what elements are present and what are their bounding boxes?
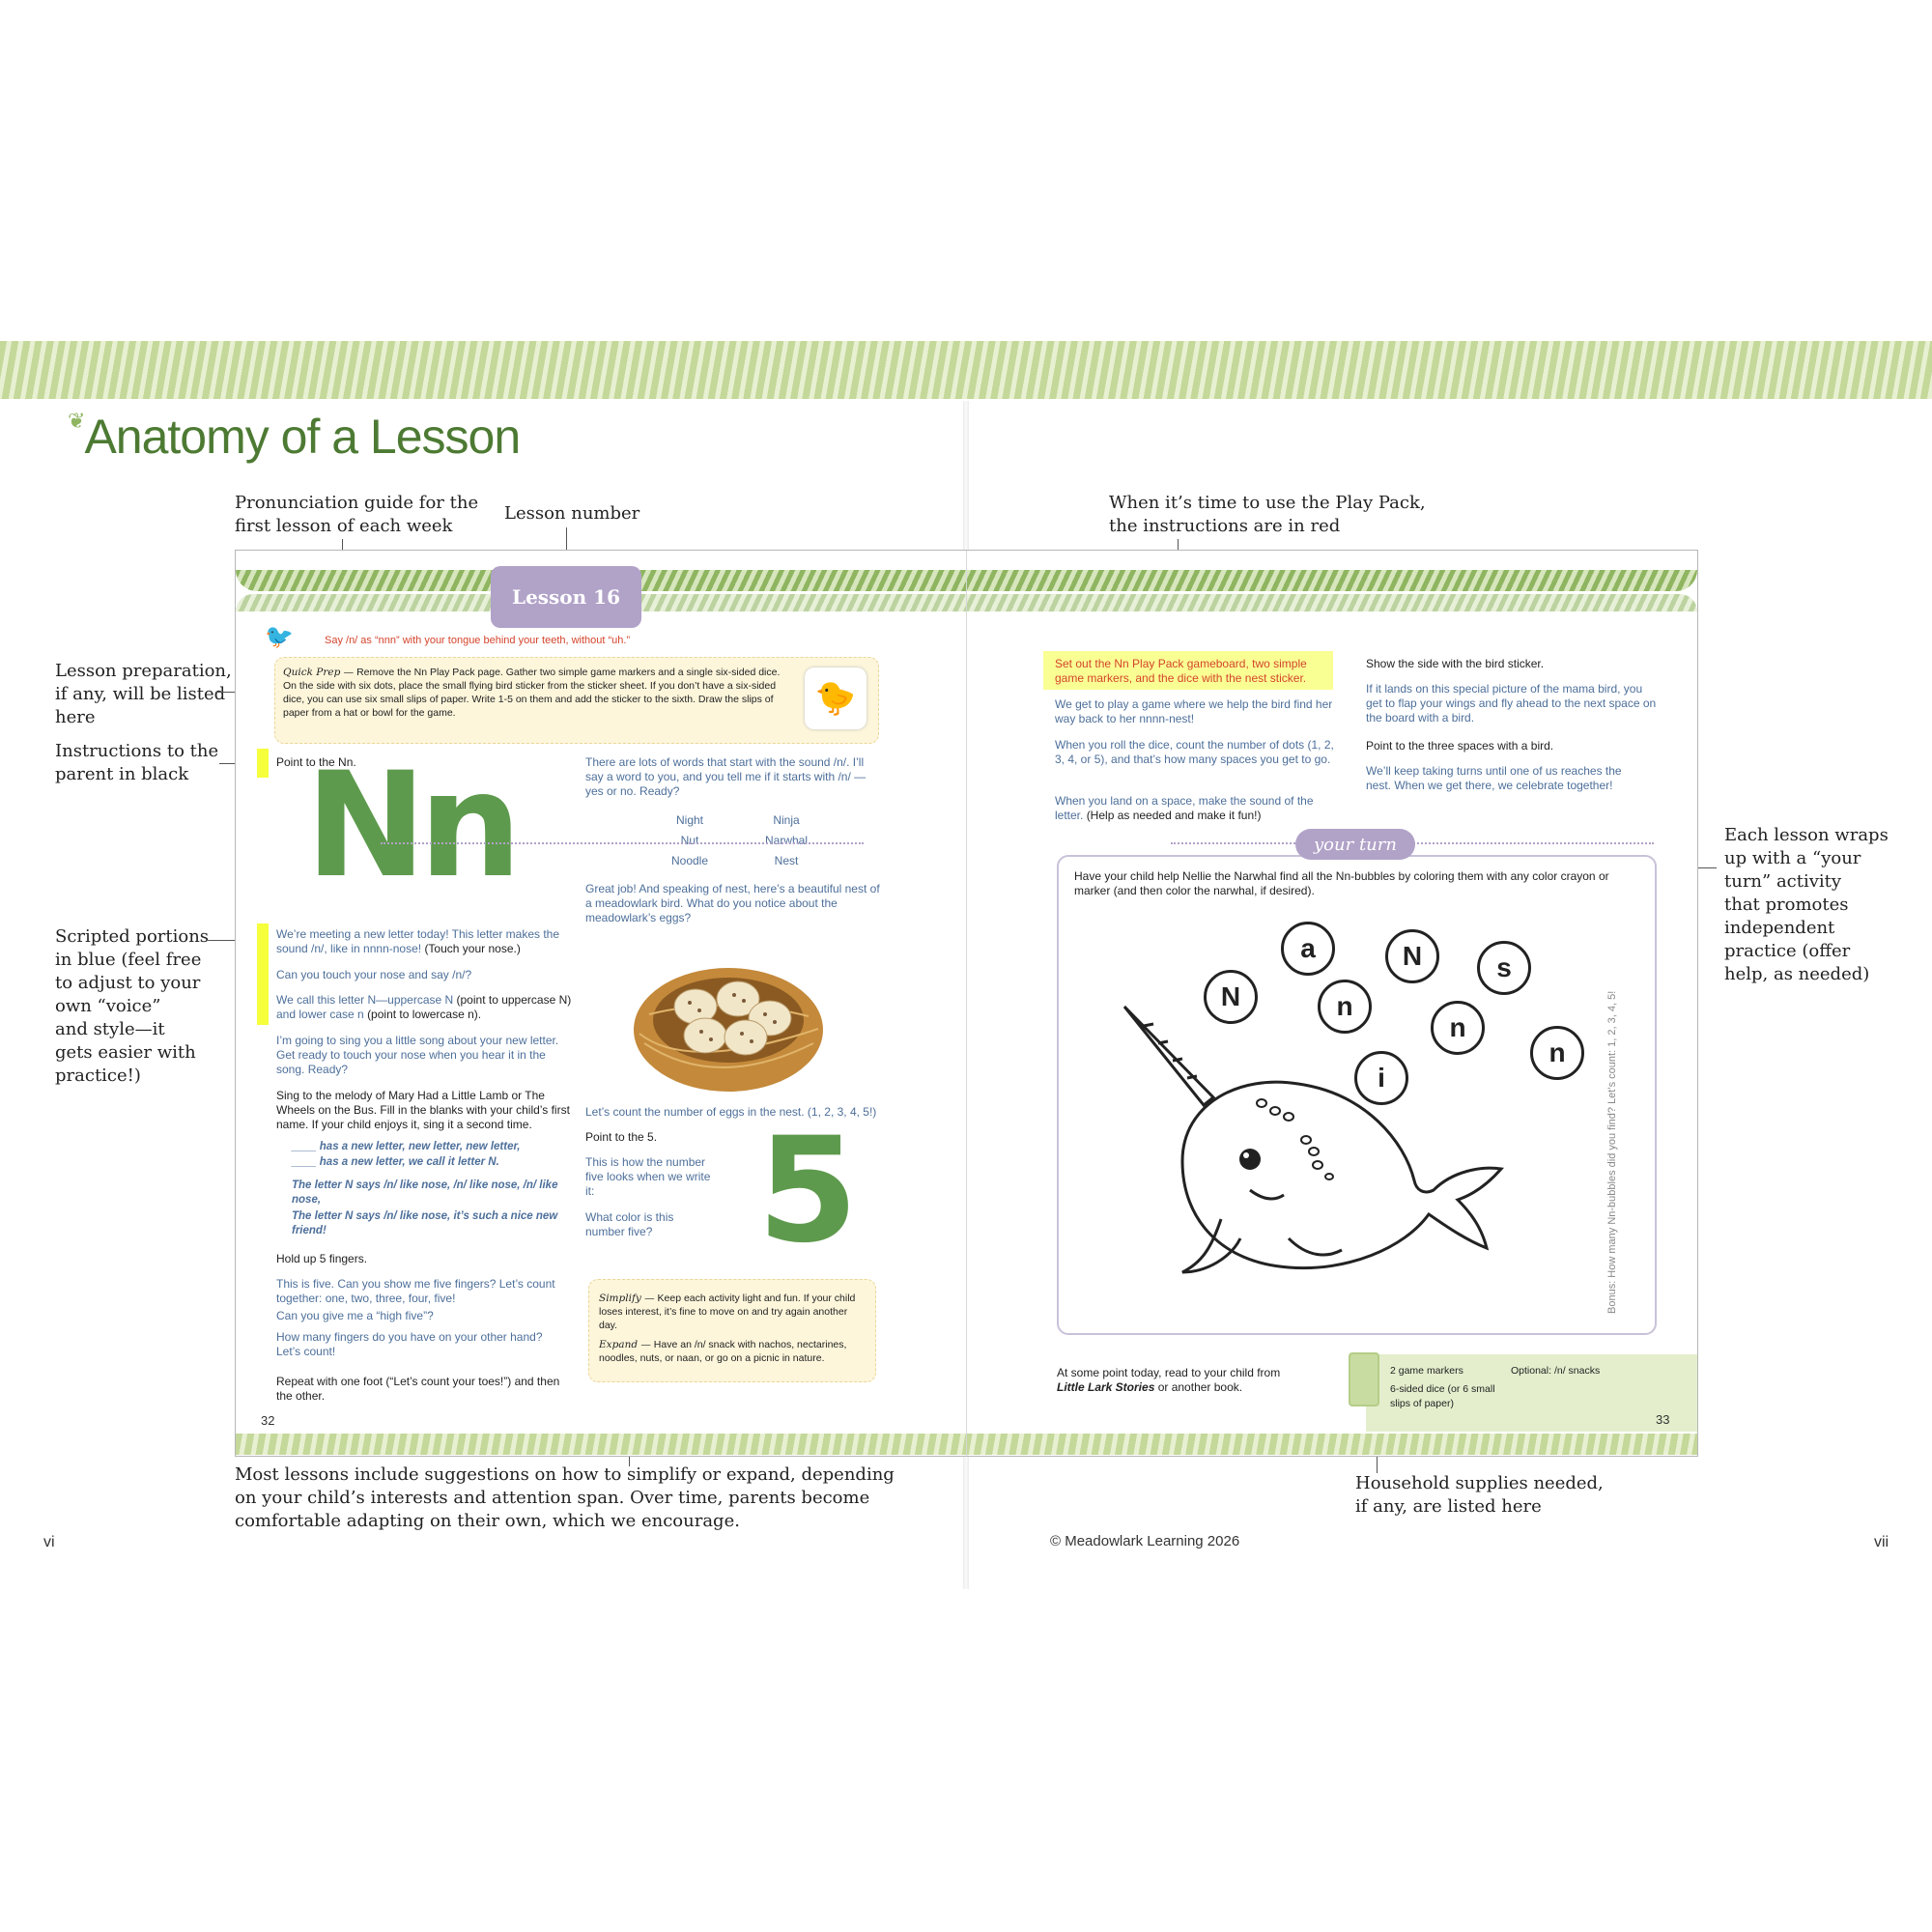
flying-bird-sticker-icon: 🐤 xyxy=(805,668,867,729)
script-great-job: Great job! And speaking of nest, here’s … xyxy=(585,882,880,924)
song-line: ____ has a new letter, we call it letter… xyxy=(292,1156,499,1168)
supplies-tag-icon xyxy=(1349,1352,1379,1406)
top-stripe-banner xyxy=(0,341,1932,399)
annotation-play-pack: When it’s time to use the Play Pack,the … xyxy=(1109,493,1426,536)
page-number-32: 32 xyxy=(261,1413,275,1428)
leaf-icon: ❦ xyxy=(68,409,85,433)
word-item: Nest xyxy=(774,854,799,867)
narwhal-illustration xyxy=(1122,1005,1504,1274)
instruction-point-5: Point to the 5. xyxy=(585,1130,658,1144)
page-divider xyxy=(966,551,967,1456)
instruction-show-side: Show the side with the bird sticker. xyxy=(1366,657,1545,670)
nest-illustration xyxy=(634,968,823,1092)
instruction-repeat: Repeat with one foot (“Let’s count your … xyxy=(276,1375,560,1403)
script-meet-letter: We’re meeting a new letter today! This l… xyxy=(276,927,560,955)
script-land: When you land on a space, make the sound… xyxy=(1055,794,1314,822)
simplify-expand-box: Simplify — Keep each activity light and … xyxy=(588,1279,876,1382)
footer-page-number-left: vi xyxy=(43,1534,55,1550)
letter-bubble: N xyxy=(1385,929,1439,983)
script-high-five: Can you give me a “high five”? xyxy=(276,1309,434,1322)
script-sing-intro: I’m going to sing you a little song abou… xyxy=(276,1034,559,1076)
word-item: Ninja xyxy=(773,813,800,827)
annotation-lesson-number: Lesson number xyxy=(504,503,640,524)
word-item: Noodle xyxy=(670,854,709,867)
your-turn-tab: your turn xyxy=(1295,829,1415,860)
script-other-hand: How many fingers do you have on your oth… xyxy=(276,1330,543,1358)
supply-item: 6-sided dice (or 6 small slips of paper) xyxy=(1390,1383,1495,1409)
script-words-intro: There are lots of words that start with … xyxy=(585,755,867,798)
pointer-line xyxy=(566,527,567,566)
instruction-point-three: Point to the three spaces with a bird. xyxy=(1366,739,1554,753)
supplies-box xyxy=(1366,1354,1697,1432)
footer-copyright: © Meadowlark Learning 2026 xyxy=(1050,1533,1240,1549)
big-letter-nn: Nn xyxy=(305,742,522,910)
annotation-lesson-prep: Lesson preparation,if any, will be liste… xyxy=(55,661,232,727)
highlight-marker xyxy=(257,923,269,1025)
decorative-dotted-rule xyxy=(381,842,864,846)
lesson-badge-label: Lesson 16 xyxy=(512,585,620,609)
page-number-33: 33 xyxy=(1656,1412,1670,1427)
letter-bubble: i xyxy=(1354,1051,1408,1105)
quick-prep-box: Quick Prep — Remove the Nn Play Pack pag… xyxy=(274,657,879,744)
script-game-intro: We get to play a game where we help the … xyxy=(1055,697,1333,725)
annotation-simplify: Most lessons include suggestions on how … xyxy=(235,1464,895,1531)
instruction-point-nn: Point to the Nn. xyxy=(276,755,356,769)
supplies-list: 2 game markers 6-sided dice (or 6 small … xyxy=(1390,1364,1496,1411)
song-line: The letter N says /n/ like nose, it’s su… xyxy=(292,1210,558,1236)
pointer-line xyxy=(1377,1452,1378,1473)
letter-bubble: s xyxy=(1477,941,1531,995)
bird-icon: 🐦 xyxy=(265,624,294,650)
word-list: Night Ninja Nut Narwhal Noodle Nest xyxy=(641,813,835,868)
highlight-marker xyxy=(257,749,269,778)
simplify-text: Simplify — Keep each activity light and … xyxy=(599,1293,856,1331)
quick-prep-text: Quick Prep — Remove the Nn Play Pack pag… xyxy=(283,667,781,719)
bonus-question: Bonus: How many Nn-bubbles did you find?… xyxy=(1606,990,1618,1314)
your-turn-label: your turn xyxy=(1314,834,1397,855)
script-how-five: This is how the number five looks when w… xyxy=(585,1155,711,1198)
supply-item: 2 game markers xyxy=(1390,1365,1463,1377)
page-title: ❦Anatomy of a Lesson xyxy=(68,409,521,464)
script-this-five: This is five. Can you show me five finge… xyxy=(276,1277,555,1305)
letter-bubble: N xyxy=(1204,970,1258,1024)
big-number-5: 5 xyxy=(757,1107,859,1275)
activity-instructions: Have your child help Nellie the Narwhal … xyxy=(1074,869,1609,897)
script-what-color: What color is this number five? xyxy=(585,1210,674,1238)
expand-text: Expand — Have an /n/ snack with nachos, … xyxy=(599,1339,847,1364)
song-line: The letter N says /n/ like nose, /n/ lik… xyxy=(292,1179,558,1206)
annotation-supplies: Household supplies needed,if any, are li… xyxy=(1355,1473,1604,1517)
pronunciation-guide: Say /n/ as “nnn” with your tongue behind… xyxy=(325,635,631,646)
script-special: If it lands on this special picture of t… xyxy=(1366,682,1657,724)
word-item: Night xyxy=(675,813,703,827)
lesson-badge: Lesson 16 xyxy=(491,566,641,628)
highlight-marker xyxy=(1043,651,1333,690)
read-to-child: At some point today, read to your child … xyxy=(1057,1366,1281,1394)
script-keep-turns: We’ll keep taking turns until one of us … xyxy=(1366,764,1622,792)
script-touch-nose: Can you touch your nose and say /n/? xyxy=(276,968,472,981)
letter-bubble: n xyxy=(1318,980,1372,1034)
letter-bubble: n xyxy=(1530,1026,1584,1080)
script-count-eggs: Let’s count the number of eggs in the ne… xyxy=(585,1105,877,1119)
supplies-optional: Optional: /n/ snacks xyxy=(1511,1365,1601,1377)
instruction-sing-melody: Sing to the melody of Mary Had a Little … xyxy=(276,1089,570,1131)
play-pack-instructions: Set out the Nn Play Pack gameboard, two … xyxy=(1055,657,1307,685)
letter-bubble: n xyxy=(1431,1001,1485,1055)
footer-page-number-right: vii xyxy=(1874,1534,1889,1550)
song-line: ____ has a new letter, new letter, new l… xyxy=(292,1141,521,1152)
instruction-hold-up: Hold up 5 fingers. xyxy=(276,1252,368,1265)
script-roll: When you roll the dice, count the number… xyxy=(1055,738,1334,766)
script-call-letter: We call this letter N—uppercase N (point… xyxy=(276,993,572,1021)
letter-bubble: a xyxy=(1281,922,1335,976)
lesson-spread-example: Lesson 16 🐦 Say /n/ as “nnn” with your t… xyxy=(235,550,1698,1457)
